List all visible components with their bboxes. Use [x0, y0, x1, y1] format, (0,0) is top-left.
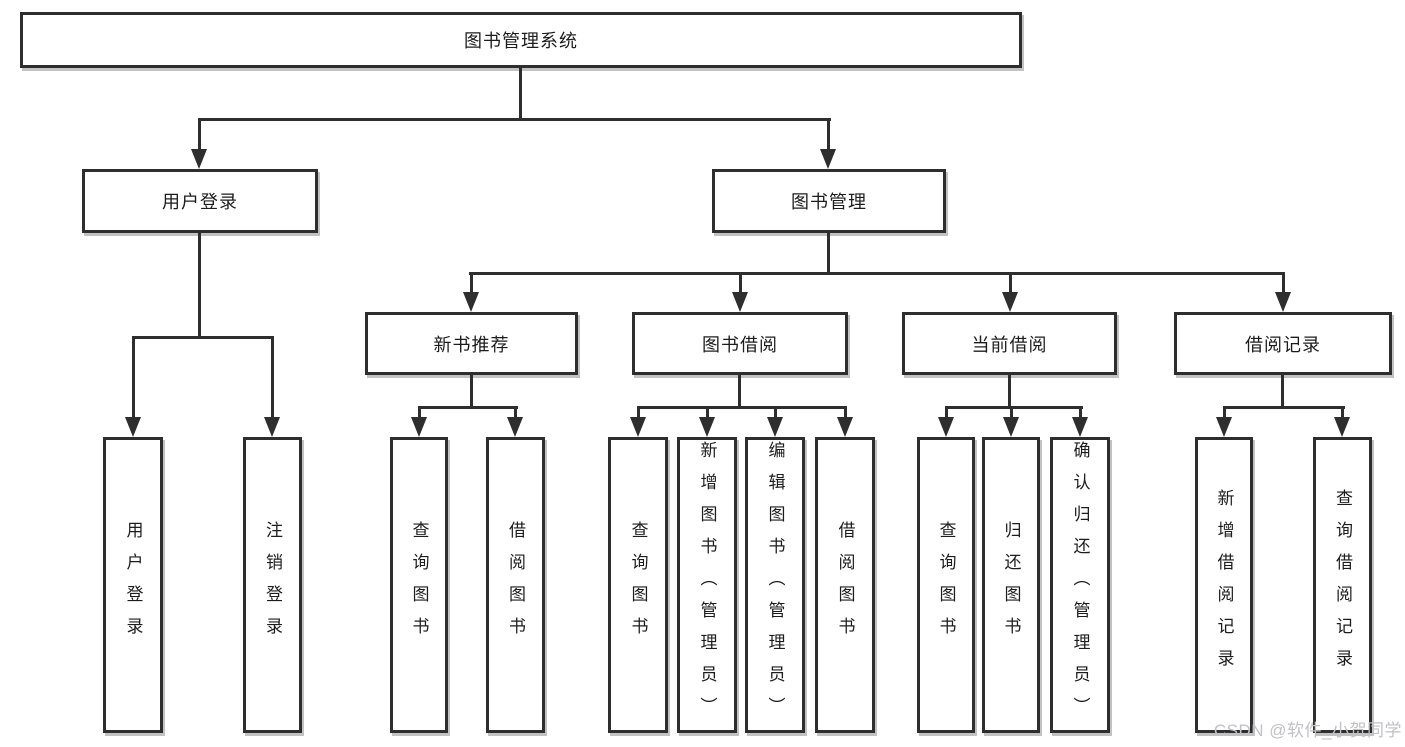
connector-stem	[418, 406, 421, 420]
arrow-down-icon	[1216, 417, 1232, 437]
connector-stem	[774, 406, 777, 420]
node-label: 图书管理系统	[464, 31, 578, 51]
connector-stem-current-borrow	[1009, 272, 1012, 294]
node-leaf-add-borrow-record: 新增借阅记录	[1195, 437, 1253, 733]
connector-stem	[844, 406, 847, 420]
connector-stem	[1341, 406, 1344, 420]
connector-stem-user-login	[198, 118, 201, 151]
node-label: 用户登录	[123, 521, 143, 649]
arrow-down-icon	[507, 417, 523, 437]
node-leaf-return-books: 归还图书	[982, 437, 1040, 733]
node-current-borrowing: 当前借阅	[902, 312, 1117, 375]
arrow-down-icon	[1275, 292, 1291, 312]
arrow-down-icon	[820, 149, 836, 169]
node-root-library-system: 图书管理系统	[20, 12, 1022, 68]
connector-stem	[1079, 406, 1082, 420]
node-label: 新增借阅记录	[1214, 489, 1234, 681]
connector-borrow-records-split	[1223, 406, 1345, 409]
node-label: 查询图书	[936, 521, 956, 649]
connector-current-borrow-split	[945, 406, 1083, 409]
connector-stem-new-books	[470, 272, 473, 294]
node-leaf-query-books-3: 查询图书	[917, 437, 975, 733]
arrow-down-icon	[1072, 417, 1088, 437]
connector-stem	[637, 406, 640, 420]
connector-stem-leaf-login	[132, 336, 135, 419]
node-label: 注销登录	[263, 521, 282, 649]
node-book-management: 图书管理	[712, 169, 946, 233]
connector-root-split	[198, 118, 831, 121]
connector-stem	[1010, 406, 1013, 420]
node-leaf-query-books-1: 查询图书	[390, 437, 448, 733]
node-leaf-query-books-2: 查询图书	[608, 437, 668, 733]
node-leaf-add-book-admin: 新增图书（管理员）	[677, 437, 737, 733]
connector-book-borrow-split	[637, 406, 847, 409]
connector-borrow-records-trunk	[1281, 375, 1284, 409]
connector-book-borrow-trunk	[738, 375, 741, 409]
node-label: 归还图书	[1001, 521, 1021, 649]
connector-user-login-trunk	[198, 233, 201, 336]
arrow-down-icon	[125, 417, 141, 437]
node-new-book-recommend: 新书推荐	[365, 312, 578, 375]
connector-stem	[706, 406, 709, 420]
connector-stem-book-mgmt	[827, 118, 830, 151]
connector-root-trunk	[519, 68, 522, 118]
node-leaf-confirm-return-admin: 确认归还（管理员）	[1050, 437, 1110, 733]
node-borrow-records: 借阅记录	[1174, 312, 1392, 375]
node-leaf-logout: 注销登录	[243, 437, 302, 733]
connector-user-login-split	[132, 336, 274, 339]
node-leaf-borrow-books-1: 借阅图书	[486, 437, 545, 733]
node-leaf-borrow-books-2: 借阅图书	[815, 437, 875, 733]
node-label: 用户登录	[162, 192, 238, 212]
arrow-down-icon	[1002, 292, 1018, 312]
connector-stem	[514, 406, 517, 420]
connector-new-books-split	[418, 406, 518, 409]
node-label: 查询图书	[628, 521, 648, 649]
node-label: 编辑图书（管理员）	[765, 441, 785, 729]
node-leaf-edit-book-admin: 编辑图书（管理员）	[745, 437, 805, 733]
node-user-login: 用户登录	[82, 169, 318, 233]
node-label: 图书管理	[791, 192, 867, 212]
node-label: 图书借阅	[702, 334, 778, 355]
arrow-down-icon	[732, 292, 748, 312]
node-label: 借阅记录	[1245, 334, 1321, 355]
node-label: 借阅图书	[835, 521, 855, 649]
node-label: 当前借阅	[971, 334, 1048, 355]
connector-stem	[945, 406, 948, 420]
node-leaf-query-borrow-record: 查询借阅记录	[1313, 437, 1372, 733]
node-label: 借阅图书	[506, 521, 525, 649]
node-label: 查询图书	[409, 521, 429, 649]
node-book-borrowing: 图书借阅	[632, 312, 848, 375]
connector-stem-book-borrow	[739, 272, 742, 294]
connector-current-borrow-trunk	[1008, 375, 1011, 409]
connector-book-mgmt-trunk	[827, 233, 830, 275]
connector-stem-leaf-logout	[271, 336, 274, 419]
arrow-down-icon	[630, 417, 646, 437]
node-label: 确认归还（管理员）	[1070, 441, 1090, 729]
node-label: 新书推荐	[433, 334, 510, 355]
node-label: 查询借阅记录	[1333, 489, 1352, 681]
arrow-down-icon	[463, 292, 479, 312]
arrow-down-icon	[837, 417, 853, 437]
arrow-down-icon	[1003, 417, 1019, 437]
arrow-down-icon	[699, 417, 715, 437]
arrow-down-icon	[1334, 417, 1350, 437]
arrow-down-icon	[767, 417, 783, 437]
arrow-down-icon	[938, 417, 954, 437]
arrow-down-icon	[264, 417, 280, 437]
connector-book-mgmt-split	[469, 272, 1285, 275]
csdn-watermark: CSDN @软件_小贺同学	[1213, 721, 1402, 740]
arrow-down-icon	[411, 417, 427, 437]
arrow-down-icon	[191, 149, 207, 169]
connector-stem	[1223, 406, 1226, 420]
node-label: 新增图书（管理员）	[697, 441, 717, 729]
connector-stem-borrow-records	[1282, 272, 1285, 294]
connector-new-books-trunk	[470, 375, 473, 409]
node-leaf-user-login: 用户登录	[103, 437, 163, 733]
